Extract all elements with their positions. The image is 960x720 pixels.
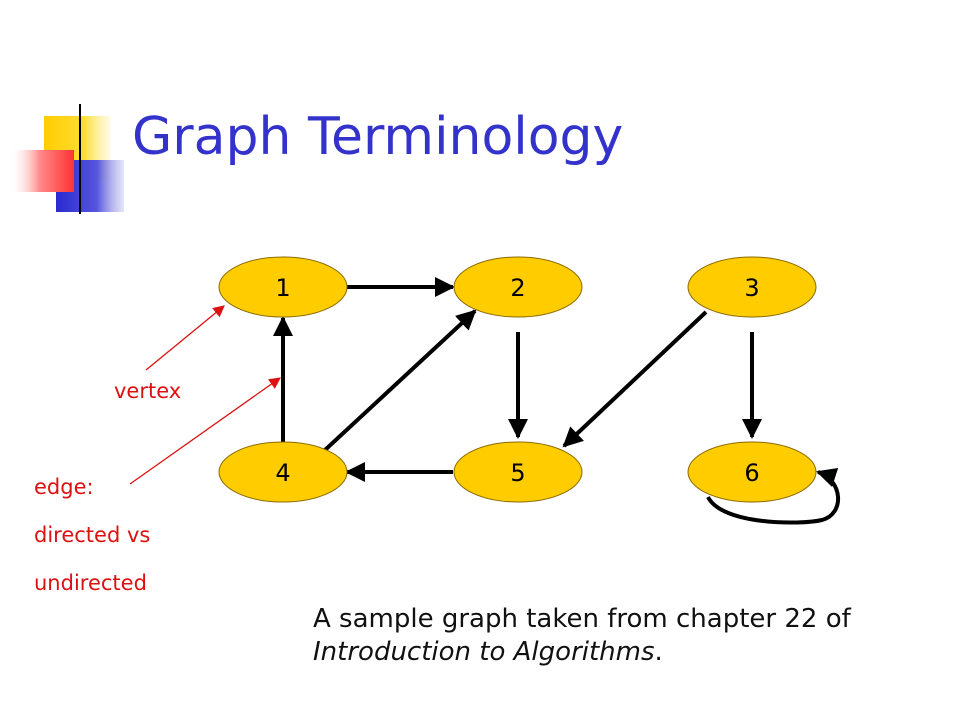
node-1-shape (218, 256, 348, 318)
caption-line-2: Introduction to Algorithms. (313, 636, 851, 669)
node-2-shape (453, 256, 583, 318)
node-3-shape (687, 256, 817, 318)
graph-nodes: 1 2 3 4 5 6 (218, 256, 817, 503)
edge-label: edge: (34, 475, 94, 499)
node-1-label: 1 (275, 274, 290, 302)
slide-title: Graph Terminology (132, 107, 624, 167)
node-5-label: 5 (510, 459, 525, 487)
vertex-label: vertex (114, 379, 182, 403)
caption-period: . (654, 637, 663, 668)
vertex-pointer-arrow (145, 305, 225, 371)
node-5-shape (453, 441, 583, 503)
node-3: 3 (687, 256, 817, 318)
edge-pointer-arrow (129, 377, 281, 485)
node-4-label: 4 (275, 459, 290, 487)
edge-undirected-label: undirected (34, 571, 147, 595)
caption-line-1: A sample graph taken from chapter 22 of (313, 604, 851, 634)
node-1: 1 (218, 256, 348, 318)
node-3-label: 3 (744, 274, 759, 302)
edge-6-6 (706, 467, 840, 525)
graph-edges (273, 277, 840, 525)
node-6: 6 (687, 441, 817, 503)
node-6-label: 6 (744, 459, 759, 487)
edge-3-5 (562, 310, 708, 448)
caption-book-title: Introduction to Algorithms (313, 637, 655, 668)
node-6-shape (687, 441, 817, 503)
annotation-arrows (129, 305, 281, 485)
node-4-shape (218, 441, 348, 503)
node-5: 5 (453, 441, 583, 503)
edge-4-2 (323, 309, 477, 452)
node-2-label: 2 (510, 274, 525, 302)
node-2: 2 (453, 256, 583, 318)
caption: A sample graph taken from chapter 22 of … (313, 603, 851, 670)
edge-directed-label: directed vs (34, 523, 151, 547)
node-4: 4 (218, 441, 348, 503)
